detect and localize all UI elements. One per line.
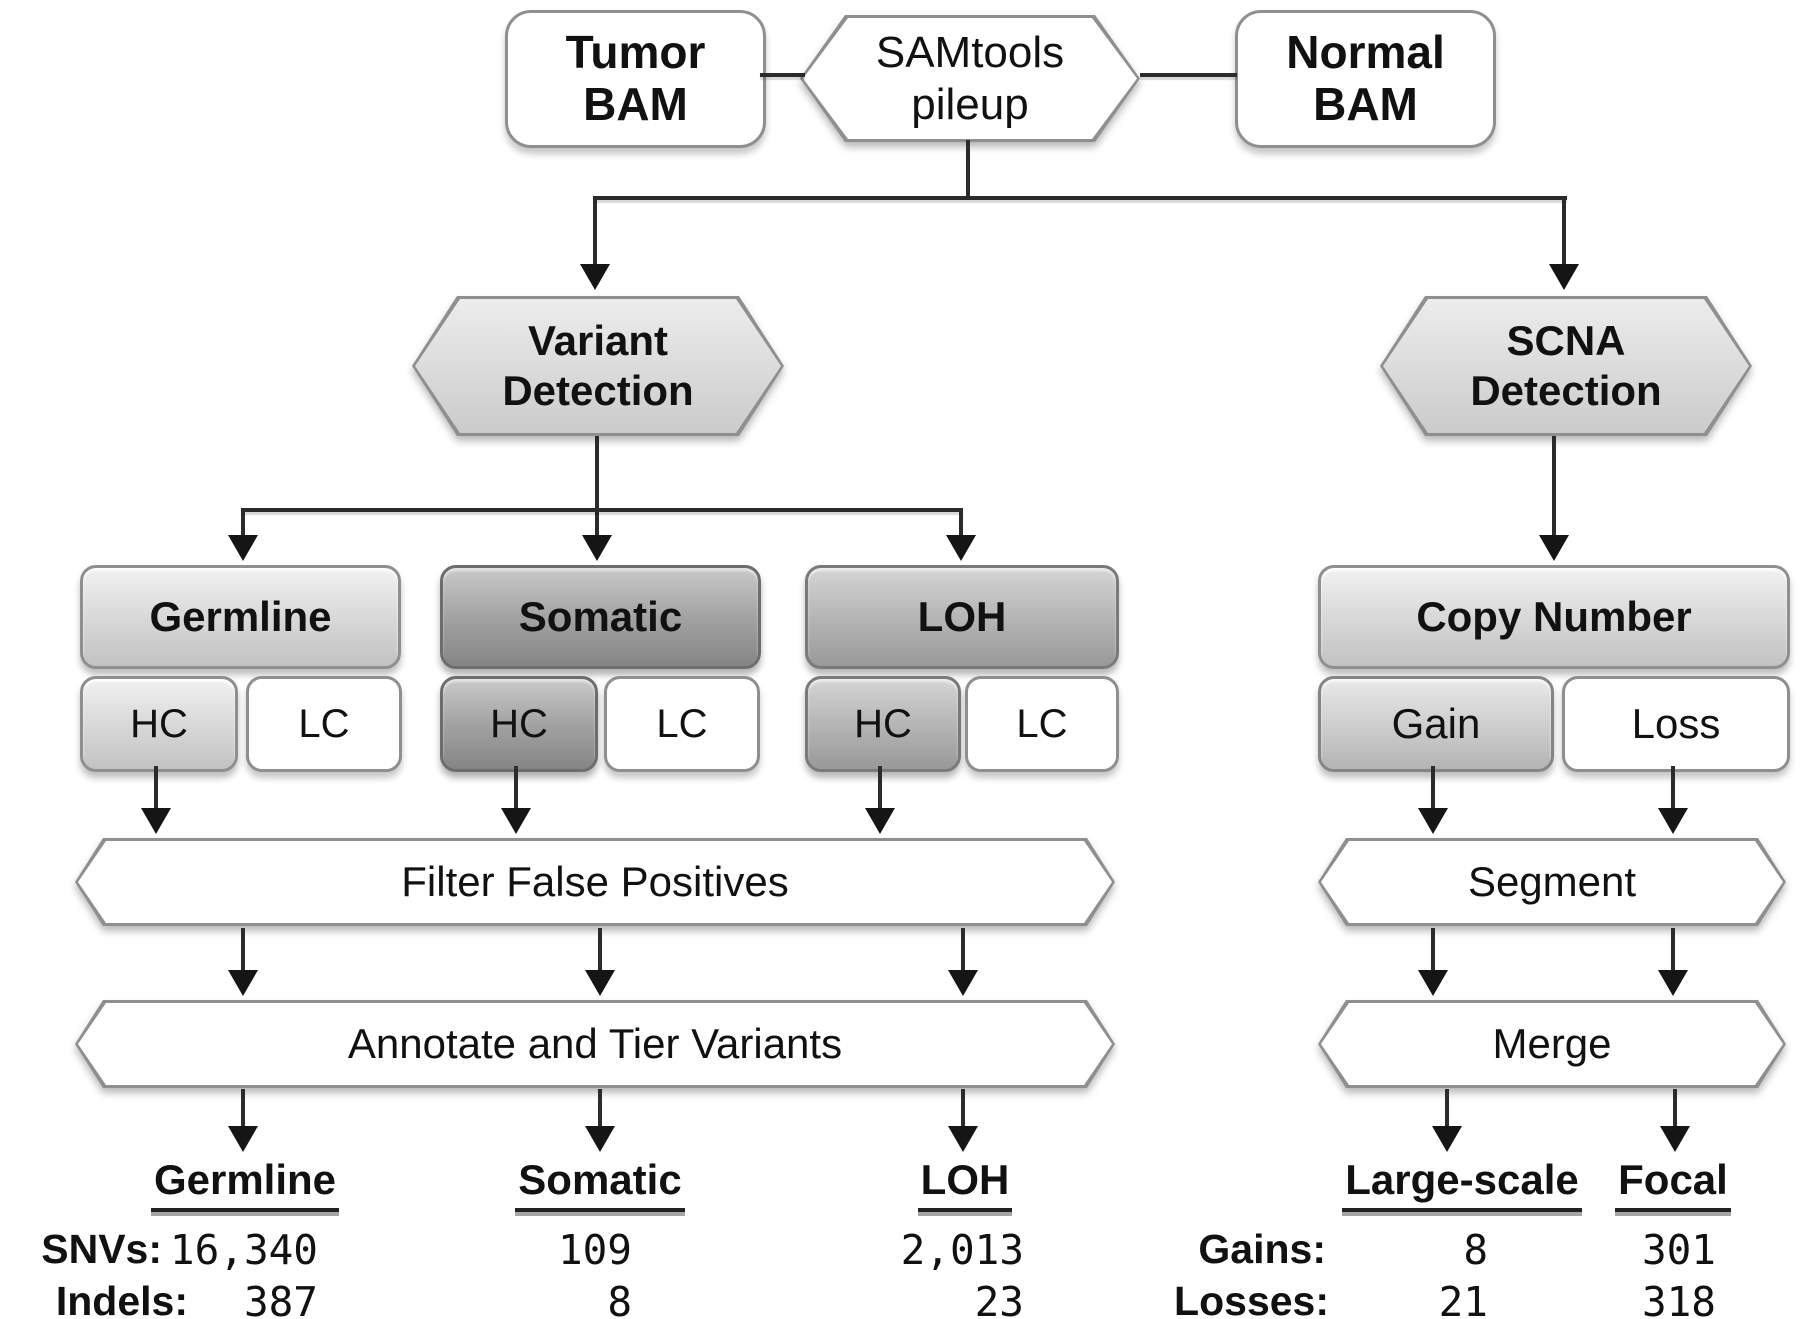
connector-variant-branch-bar bbox=[241, 508, 963, 512]
connector-filter-loh-down bbox=[961, 928, 965, 972]
connector-results-loh bbox=[961, 1089, 965, 1128]
connector-split-bar bbox=[593, 196, 1567, 200]
connector-loh-hc-down bbox=[878, 766, 882, 810]
arrowhead-copy-number bbox=[1539, 535, 1569, 561]
loh-lc-node: LC bbox=[965, 676, 1119, 772]
somatic-lc-node: LC bbox=[604, 676, 760, 772]
scna-detection-label: SCNA Detection bbox=[1383, 299, 1749, 433]
indels-loh-value: 23 bbox=[974, 1278, 1024, 1319]
connector-somatic-hc-down bbox=[514, 766, 518, 810]
snvs-somatic-value: 109 bbox=[557, 1226, 632, 1274]
arrowhead-merge-loss bbox=[1658, 970, 1688, 996]
annotate-tier-node: Annotate and Tier Variants bbox=[75, 1000, 1115, 1088]
loh-result-header-text: LOH bbox=[917, 1156, 1013, 1212]
germline-result-header-text: Germline bbox=[150, 1156, 340, 1212]
connector-to-variant-detection bbox=[593, 196, 597, 266]
filter-label: Filter False Positives bbox=[78, 841, 1112, 923]
connector-vd-down bbox=[595, 436, 599, 537]
variant-detection-node: Variant Detection bbox=[412, 296, 784, 436]
connector-filter-somatic-down bbox=[598, 928, 602, 972]
arrowhead-germline bbox=[228, 535, 258, 561]
arrowhead-variant-detection bbox=[580, 264, 610, 290]
arrowhead-results-focal bbox=[1660, 1126, 1690, 1152]
loh-hc-node: HC bbox=[805, 676, 961, 772]
connector-pileup-to-normal bbox=[1140, 73, 1237, 77]
germline-node: Germline bbox=[80, 565, 401, 669]
somatic-node: Somatic bbox=[440, 565, 761, 669]
connector-pileup-down bbox=[966, 140, 970, 198]
samtools-pileup-label: SAMtools pileup bbox=[803, 18, 1137, 139]
filter-false-positives-node: Filter False Positives bbox=[75, 838, 1115, 926]
merge-label: Merge bbox=[1321, 1003, 1783, 1085]
connector-to-loh bbox=[959, 508, 963, 537]
large-scale-result-header-text: Large-scale bbox=[1342, 1156, 1582, 1212]
arrowhead-results-germline bbox=[228, 1126, 258, 1152]
arrowhead-scna-detection bbox=[1549, 264, 1579, 290]
annotate-label: Annotate and Tier Variants bbox=[78, 1003, 1112, 1085]
gains-large-scale-value: 8 bbox=[1463, 1226, 1488, 1274]
tumor-bam-node: Tumor BAM bbox=[505, 10, 766, 148]
samtools-pileup-node: SAMtools pileup bbox=[800, 15, 1140, 142]
snvs-loh-value: 2,013 bbox=[900, 1226, 1024, 1274]
connector-segment-gain-down bbox=[1431, 928, 1435, 972]
connector-results-germline bbox=[241, 1089, 245, 1128]
gains-focal-value: 301 bbox=[1641, 1226, 1716, 1274]
variant-detection-label: Variant Detection bbox=[415, 299, 781, 433]
connector-gain-down bbox=[1431, 766, 1435, 810]
snvs-row-label: SNVs: bbox=[41, 1226, 162, 1272]
arrowhead-results-loh bbox=[948, 1126, 978, 1152]
germline-lc-node: LC bbox=[246, 676, 402, 772]
focal-result-header-text: Focal bbox=[1615, 1156, 1731, 1212]
loss-node: Loss bbox=[1562, 676, 1790, 772]
indels-somatic-value: 8 bbox=[607, 1278, 632, 1319]
arrowhead-merge-gain bbox=[1418, 970, 1448, 996]
connector-segment-loss-down bbox=[1671, 928, 1675, 972]
arrowhead-loh bbox=[946, 535, 976, 561]
loh-result-header: LOH bbox=[835, 1156, 1095, 1212]
arrowhead-annotate-somatic bbox=[585, 970, 615, 996]
arrowhead-loss bbox=[1658, 808, 1688, 834]
loh-node: LOH bbox=[805, 565, 1119, 669]
snvs-germline-value: 16,340 bbox=[169, 1226, 318, 1274]
connector-results-large-scale bbox=[1445, 1089, 1449, 1128]
arrowhead-germline-hc bbox=[141, 808, 171, 834]
losses-focal-value: 318 bbox=[1641, 1278, 1716, 1319]
losses-large-scale-value: 21 bbox=[1438, 1278, 1488, 1319]
normal-bam-node: Normal BAM bbox=[1235, 10, 1496, 148]
gains-row-label: Gains: bbox=[1198, 1226, 1326, 1272]
indels-germline-value: 387 bbox=[243, 1278, 318, 1319]
segment-node: Segment bbox=[1318, 838, 1786, 926]
connector-to-germline bbox=[241, 508, 245, 537]
connector-loss-down bbox=[1671, 766, 1675, 810]
arrowhead-somatic bbox=[582, 535, 612, 561]
copy-number-node: Copy Number bbox=[1318, 565, 1790, 669]
scna-detection-node: SCNA Detection bbox=[1380, 296, 1752, 436]
connector-results-focal bbox=[1673, 1089, 1677, 1128]
connector-scna-down bbox=[1552, 436, 1556, 537]
focal-result-header: Focal bbox=[1558, 1156, 1788, 1212]
connector-results-somatic bbox=[598, 1089, 602, 1128]
somatic-result-header: Somatic bbox=[470, 1156, 730, 1212]
losses-row-label: Losses: bbox=[1174, 1278, 1329, 1319]
arrowhead-gain bbox=[1418, 808, 1448, 834]
connector-to-scna-detection bbox=[1562, 196, 1566, 266]
connector-tumor-to-pileup bbox=[760, 73, 805, 77]
indels-row-label: Indels: bbox=[55, 1278, 188, 1319]
arrowhead-results-large-scale bbox=[1432, 1126, 1462, 1152]
gain-node: Gain bbox=[1318, 676, 1554, 772]
somatic-hc-node: HC bbox=[440, 676, 598, 772]
large-scale-result-header: Large-scale bbox=[1312, 1156, 1612, 1212]
merge-node: Merge bbox=[1318, 1000, 1786, 1088]
connector-filter-germline-down bbox=[241, 928, 245, 972]
connector-germline-hc-down bbox=[154, 766, 158, 810]
segment-label: Segment bbox=[1321, 841, 1783, 923]
arrowhead-somatic-hc bbox=[501, 808, 531, 834]
germline-result-header: Germline bbox=[115, 1156, 375, 1212]
somatic-result-header-text: Somatic bbox=[515, 1156, 685, 1212]
arrowhead-annotate-loh bbox=[948, 970, 978, 996]
arrowhead-results-somatic bbox=[585, 1126, 615, 1152]
arrowhead-annotate-germline bbox=[228, 970, 258, 996]
germline-hc-node: HC bbox=[80, 676, 238, 772]
arrowhead-loh-hc bbox=[865, 808, 895, 834]
